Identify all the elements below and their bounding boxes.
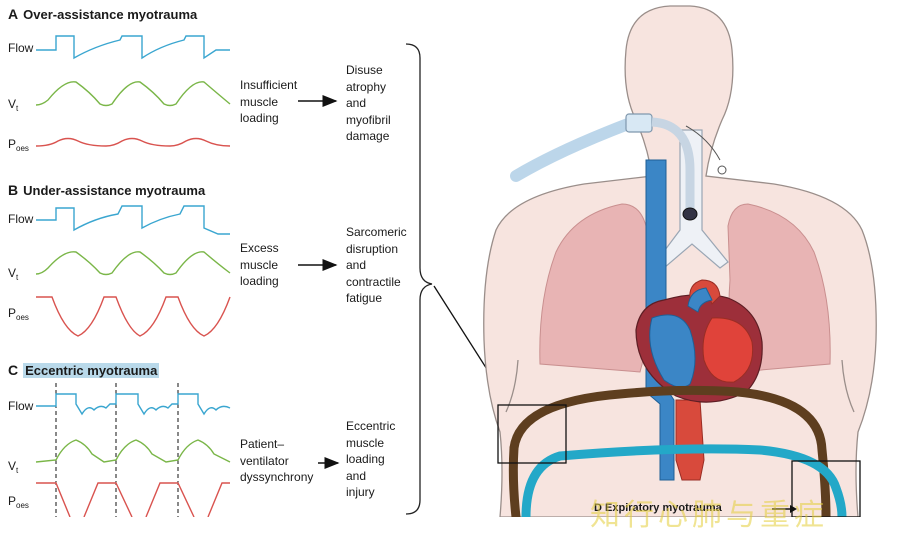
panel-b-letter: B — [8, 182, 19, 198]
panel-c-poes-wave — [36, 482, 230, 517]
pulmonary-artery — [687, 287, 713, 313]
panel-a-poes-label: Poes — [8, 137, 29, 153]
panel-b-vt-wave — [35, 251, 231, 276]
panel-a-letter: A — [8, 6, 19, 22]
panel-b-flow-wave — [36, 205, 230, 235]
panel-b-vt-label: Vt — [8, 266, 19, 282]
panel-a-cause: Insufficient muscle loading — [240, 78, 298, 125]
torso-illustration — [483, 5, 877, 517]
panel-a-vt-wave — [35, 81, 231, 107]
panel-d-arrow — [772, 505, 797, 513]
panel-b-flow-label: Flow — [8, 212, 34, 226]
waveform-canvas — [35, 35, 231, 517]
left-lung — [539, 203, 650, 373]
panel-b-poes-wave — [36, 296, 231, 337]
panel-a-vt-label: Vt — [8, 97, 19, 113]
panel-c-effect: Eccentric muscle loading and injury — [346, 419, 396, 499]
endotracheal-tube — [651, 117, 695, 212]
abdominal-muscle — [521, 444, 847, 517]
panel-a-effect: Disuse atrophy and myofibril damage — [346, 63, 391, 143]
aorta — [675, 399, 705, 481]
panel-d-caption: D Expiratory myotrauma — [594, 502, 722, 514]
watermark-text: 知行心肺与重症 — [590, 499, 828, 532]
panel-c-poes-label: Poes — [8, 494, 29, 510]
diaphragm-left-tail — [508, 443, 521, 517]
panel-b-title: B Under-assistance myotrauma — [8, 182, 205, 198]
panel-a-flow-wave — [36, 35, 230, 60]
grouping-brace — [405, 43, 433, 515]
panel-c-flow-label: Flow — [8, 399, 34, 413]
panel-c-vt-wave — [35, 439, 231, 463]
pilot-line — [685, 125, 721, 161]
panel-a-flow-label: Flow — [8, 41, 34, 55]
panel-d-letter: D — [594, 502, 602, 514]
panel-c-flow-wave — [36, 393, 231, 416]
left-arm-line — [505, 359, 519, 413]
panel-b-poes-label: Poes — [8, 306, 29, 322]
abdominal-zoom-box — [791, 460, 861, 517]
panel-c-cause: Patient– ventilator dyssynchrony — [240, 437, 314, 484]
tube-cuff — [682, 207, 698, 221]
panel-a-title: A Over-assistance myotrauma — [8, 6, 197, 22]
panel-b-effect: Sarcomeric disruption and contractile fa… — [346, 225, 407, 305]
panel-a-title-text: Over-assistance myotrauma — [23, 7, 198, 22]
panel-c-letter: C — [8, 362, 19, 378]
panel-b-cause: Excess muscle loading — [240, 241, 279, 288]
panel-c-title-text: Eccentric myotrauma — [23, 363, 160, 378]
diaphragm-zoom-box — [497, 404, 567, 464]
panel-b-title-text: Under-assistance myotrauma — [23, 183, 206, 198]
heart-right-side — [649, 314, 696, 388]
panel-d-title: Expiratory myotrauma — [605, 502, 722, 514]
ventilator-tube — [510, 118, 634, 182]
panel-c-vt-label: Vt — [8, 459, 19, 475]
pilot-balloon — [717, 165, 727, 175]
tube-connector — [625, 113, 653, 133]
panel-a-poes-wave — [35, 137, 231, 147]
right-arm-line — [841, 359, 855, 413]
panel-c-title: C Eccentric myotrauma — [8, 362, 160, 378]
heart-left-side — [702, 317, 754, 383]
